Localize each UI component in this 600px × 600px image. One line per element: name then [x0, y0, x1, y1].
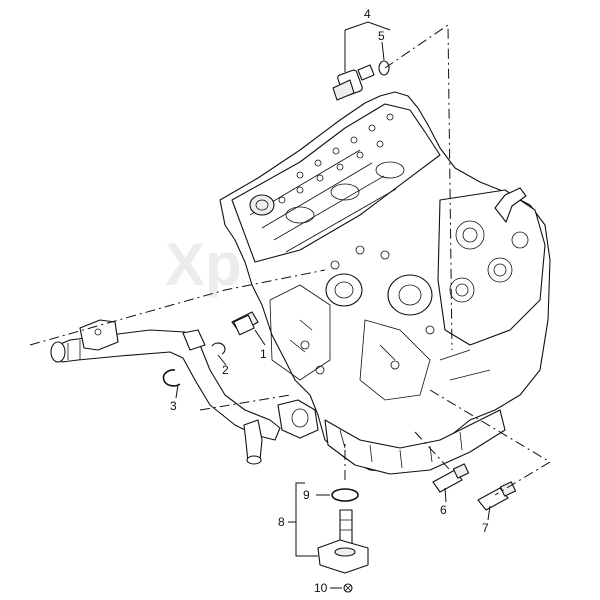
callout-10: 10	[314, 581, 328, 595]
engine-block	[219, 91, 551, 475]
callout-3: 3	[170, 399, 177, 413]
callout-6: 6	[440, 503, 447, 517]
callout-7: 7	[482, 521, 489, 535]
oil-pan	[324, 409, 506, 475]
part-3-clip	[162, 369, 181, 387]
callouts: 4 5 1 2 3 6 7 8 9 10	[170, 7, 489, 595]
callout-4: 4	[364, 7, 371, 21]
part-5-seal	[378, 60, 390, 76]
part-10-bolt	[343, 583, 353, 593]
callout-9: 9	[303, 488, 310, 502]
callout-5: 5	[378, 29, 385, 43]
part-4-sender	[332, 64, 375, 101]
cam-sprocket	[249, 194, 275, 216]
leader-lines	[175, 21, 491, 589]
callout-8: 8	[278, 515, 285, 529]
coolant-pipe	[50, 319, 319, 465]
front-pulley	[325, 273, 363, 307]
callout-2: 2	[222, 363, 229, 377]
part-1-plug	[231, 311, 259, 336]
watermark: Xp	[165, 231, 242, 298]
assembly-lines	[29, 24, 551, 496]
callout-1: 1	[260, 347, 267, 361]
part-8-oil-level-sensor	[317, 509, 369, 574]
part-9-o-ring	[331, 488, 359, 502]
part-2-circlip	[211, 342, 226, 355]
part-6-sensor	[432, 463, 470, 493]
